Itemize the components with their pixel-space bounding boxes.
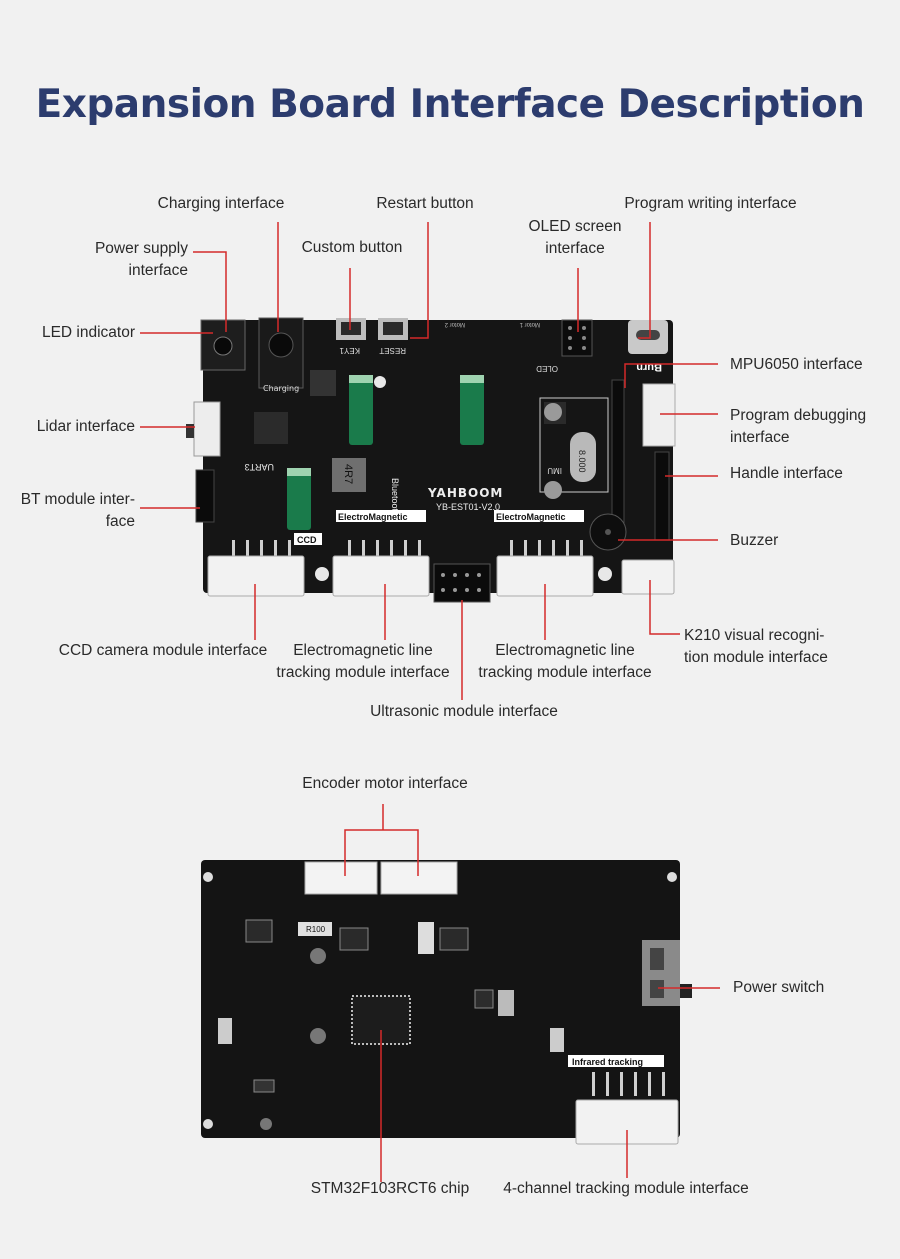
label-buzzer: Buzzer bbox=[730, 532, 779, 549]
label-k210-1: K210 visual recogni- bbox=[684, 627, 825, 644]
label-bt-module-2: face bbox=[105, 513, 135, 530]
infrared-silkscreen: Infrared tracking bbox=[572, 1057, 643, 1067]
ccd-silkscreen: CCD bbox=[297, 535, 317, 545]
label-oled-screen-2: interface bbox=[545, 240, 605, 257]
label-em-left-2: tracking module interface bbox=[276, 664, 450, 681]
resistor-silkscreen: R100 bbox=[306, 925, 326, 934]
motor1-silkscreen: Motor 1 bbox=[519, 321, 540, 327]
label-power-supply-1: Power supply bbox=[94, 240, 188, 257]
brand-silkscreen: YAHBOOM bbox=[427, 486, 503, 500]
label-custom-button: Custom button bbox=[301, 239, 403, 256]
label-encoder-motor: Encoder motor interface bbox=[302, 775, 468, 792]
label-program-writing: Program writing interface bbox=[624, 195, 797, 212]
label-power-supply-2: interface bbox=[128, 262, 188, 279]
charging-silkscreen: Charging bbox=[263, 384, 299, 393]
label-oled-screen-1: OLED screen bbox=[528, 218, 622, 235]
leader-lines bbox=[140, 222, 720, 1182]
label-bt-module-1: BT module inter- bbox=[20, 491, 135, 508]
label-lidar-interface: Lidar interface bbox=[36, 418, 135, 435]
burn-silkscreen: Burn bbox=[636, 361, 662, 373]
label-led-indicator: LED indicator bbox=[41, 324, 135, 341]
inductor-silkscreen: 4R7 bbox=[342, 464, 354, 484]
uart3-silkscreen: UART3 bbox=[245, 462, 274, 472]
page-title: Expansion Board Interface Description bbox=[35, 82, 865, 127]
label-power-switch: Power switch bbox=[733, 979, 825, 996]
label-four-channel-tracking: 4-channel tracking module interface bbox=[503, 1180, 749, 1197]
em-right-silkscreen: ElectroMagnetic bbox=[496, 512, 566, 522]
oled-silkscreen: OLED bbox=[536, 364, 558, 373]
label-k210-2: tion module interface bbox=[684, 649, 828, 666]
model-silkscreen: YB-EST01-V2.0 bbox=[436, 502, 500, 512]
imu-silkscreen: IMU bbox=[547, 466, 562, 475]
crystal-silkscreen: 8.000 bbox=[577, 450, 587, 473]
label-restart-button: Restart button bbox=[376, 195, 474, 212]
motor2-silkscreen: Motor 2 bbox=[444, 321, 465, 327]
label-program-debugging-2: interface bbox=[730, 429, 790, 446]
label-mpu6050: MPU6050 interface bbox=[730, 356, 863, 373]
key1-silkscreen: KEY1 bbox=[339, 346, 360, 355]
label-charging-interface: Charging interface bbox=[157, 195, 285, 212]
reset-silkscreen: RESET bbox=[379, 346, 406, 355]
label-handle-interface: Handle interface bbox=[730, 465, 843, 482]
bluetooth-silkscreen: Bluetooth bbox=[390, 478, 400, 516]
em-left-silkscreen: ElectroMagnetic bbox=[338, 512, 408, 522]
label-em-left-1: Electromagnetic line bbox=[293, 642, 433, 659]
expansion-board-bottom: R100 Infrared tracking bbox=[201, 860, 692, 1145]
expansion-board-top: Charging KEY1 RESET Motor 2 Motor 1 OLED… bbox=[186, 317, 676, 603]
label-ccd-camera: CCD camera module interface bbox=[58, 642, 268, 659]
label-stm32-chip: STM32F103RCT6 chip bbox=[310, 1180, 470, 1197]
label-ultrasonic: Ultrasonic module interface bbox=[370, 703, 558, 720]
label-em-right-1: Electromagnetic line bbox=[495, 642, 635, 659]
label-program-debugging-1: Program debugging bbox=[730, 407, 867, 424]
label-em-right-2: tracking module interface bbox=[478, 664, 652, 681]
